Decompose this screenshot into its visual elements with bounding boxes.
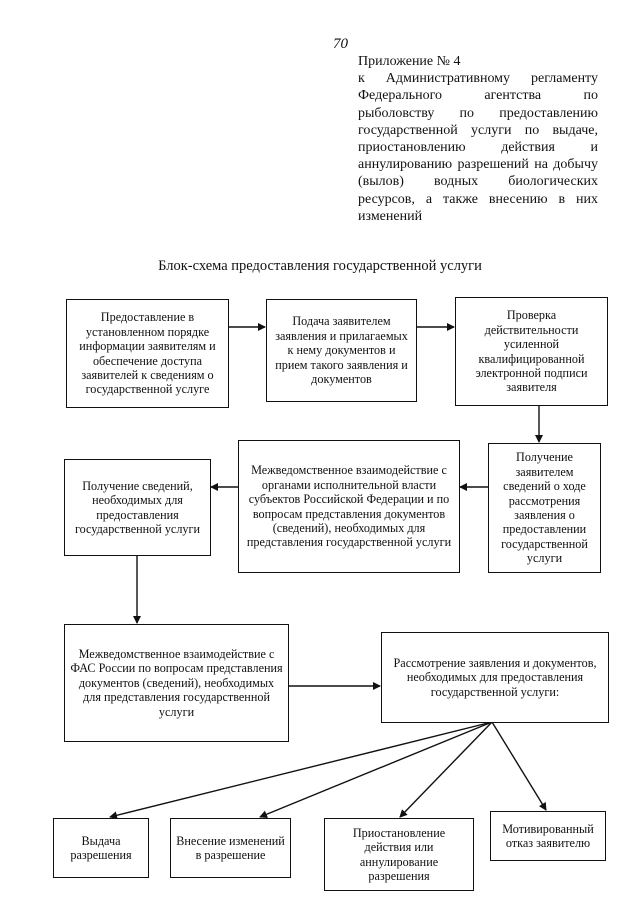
box-interagency-fas: Межведомственное взаимодействие с ФАС Ро…	[64, 624, 289, 742]
box-receive-information-text: Получение сведений, необходимых для пред…	[74, 478, 201, 536]
box-application-review: Рассмотрение заявления и документов, нео…	[381, 632, 609, 723]
arrow-b8-b11	[399, 721, 493, 818]
arrow-b8-b12	[491, 721, 547, 811]
diagram-title: Блок-схема предоставления государственно…	[158, 258, 482, 274]
box-signature-check: Проверка действительности усиленной квал…	[455, 297, 608, 406]
arrow-b8-b9	[109, 721, 493, 820]
box-suspend-revoke-text: Приостановление действия или аннулирован…	[352, 825, 446, 883]
box-amend-permit: Внесение изменений в разрешение	[170, 818, 291, 878]
appendix-block: Приложение № 4 к Административному регла…	[358, 53, 598, 225]
box-issue-permit-text: Выдача разрешения	[70, 833, 132, 862]
box-status-information: Получение заявителем сведений о ходе рас…	[488, 443, 601, 573]
box-interagency-regions-text: Межведомственное взаимодействие с органа…	[246, 463, 452, 550]
box-status-information-text: Получение заявителем сведений о ходе рас…	[501, 450, 588, 566]
page-number: 70	[333, 36, 348, 52]
box-interagency-fas-text: Межведомственное взаимодействие с ФАС Ро…	[70, 646, 283, 719]
box-provide-information: Предоставление в установленном порядке и…	[66, 299, 229, 408]
box-application-review-text: Рассмотрение заявления и документов, нео…	[393, 655, 597, 699]
box-submit-application: Подача заявителем заявления и прилагаемы…	[266, 299, 417, 402]
box-amend-permit-text: Внесение изменений в разрешение	[176, 833, 285, 862]
box-reasoned-refusal: Мотивированный отказ заявителю	[490, 811, 606, 861]
appendix-heading: Приложение № 4	[358, 54, 461, 69]
box-receive-information: Получение сведений, необходимых для пред…	[64, 459, 211, 556]
box-submit-application-text: Подача заявителем заявления и прилагаемы…	[275, 314, 408, 387]
box-signature-check-text: Проверка действительности усиленной квал…	[475, 308, 588, 395]
box-provide-information-text: Предоставление в установленном порядке и…	[79, 310, 216, 397]
box-suspend-revoke: Приостановление действия или аннулирован…	[324, 818, 474, 891]
box-interagency-regions: Межведомственное взаимодействие с органа…	[238, 440, 460, 573]
appendix-text: к Административному регламенту Федеральн…	[358, 71, 598, 224]
box-issue-permit: Выдача разрешения	[53, 818, 149, 878]
arrow-b8-b10	[259, 721, 493, 819]
box-reasoned-refusal-text: Мотивированный отказ заявителю	[502, 821, 594, 850]
